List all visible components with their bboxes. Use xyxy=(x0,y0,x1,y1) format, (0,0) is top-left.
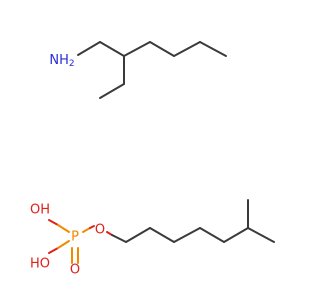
bond-p-oh1 xyxy=(57,224,70,233)
bond-c5-c6 xyxy=(199,41,227,57)
bond-chain-5 xyxy=(223,227,249,243)
ester-oxygen-label: O xyxy=(95,223,105,238)
bond-p-oh2 xyxy=(57,240,70,249)
bond-c7-c8 xyxy=(99,83,125,99)
structure-canvas: NH2 xyxy=(29,41,275,278)
bond-c4-c5 xyxy=(173,41,201,57)
bond-chain-end xyxy=(247,227,275,243)
hydroxyl-label-bottom: HO xyxy=(30,257,50,272)
bond-c3-c4 xyxy=(149,41,175,57)
bond-c2-c3 xyxy=(123,41,151,57)
bond-n-c1 xyxy=(77,41,101,56)
bond-chain-1 xyxy=(125,227,151,243)
bond-chain-3 xyxy=(173,227,201,243)
bond-chain-2 xyxy=(149,227,175,243)
bond-p-oester xyxy=(82,227,91,233)
amine-label: NH2 xyxy=(49,53,74,70)
bond-o-c1 xyxy=(111,234,127,243)
hydroxyl-label-top: OH xyxy=(30,203,50,218)
bond-oester-left xyxy=(89,225,95,229)
bond-c1-c2 xyxy=(99,41,125,57)
bond-chain-4 xyxy=(199,227,225,243)
chemical-structure-drawing: NH2 xyxy=(30,41,275,278)
molecule-isooctyl-phosphate: OH HO P O O xyxy=(30,199,275,278)
oxo-oxygen-label: O xyxy=(70,263,80,278)
bond-o-h1-left xyxy=(48,219,59,226)
phosphorus-label: P xyxy=(71,230,79,245)
bond-o-h2-left xyxy=(48,247,59,254)
molecule-2-ethylhexylamine: NH2 xyxy=(49,41,227,99)
